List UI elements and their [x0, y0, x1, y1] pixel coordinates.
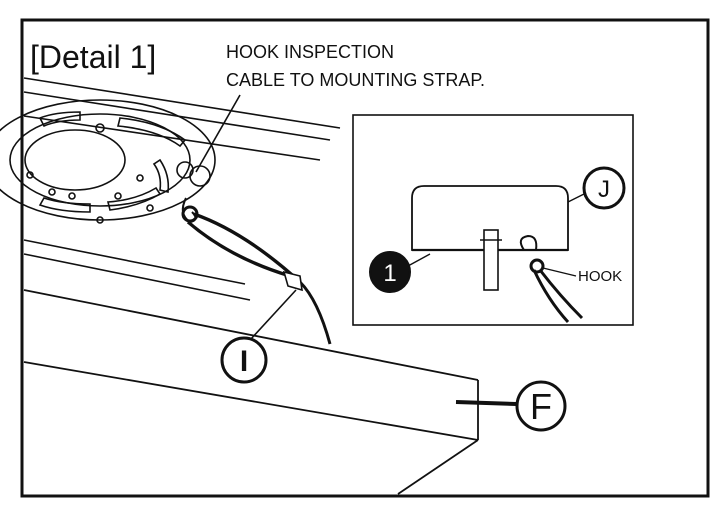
- note-line-1: HOOK INSPECTION: [226, 42, 394, 62]
- inset-part-box: [411, 185, 569, 251]
- canopy-body: [23, 289, 479, 495]
- inset-hook: [519, 234, 584, 324]
- mounting-plate: [0, 77, 341, 301]
- callout-j-label: J: [598, 176, 610, 203]
- callout-i-label: I: [240, 345, 248, 378]
- inset-screw: [483, 229, 499, 291]
- detail-title: [Detail 1]: [30, 39, 156, 75]
- callout-i: I: [220, 336, 268, 384]
- hook-label: HOOK: [578, 268, 622, 285]
- callout-f-label: F: [530, 386, 552, 427]
- inspection-cable: [181, 197, 332, 345]
- note-line-2: CABLE TO MOUNTING STRAP.: [226, 70, 485, 90]
- leader-lines: [195, 94, 517, 406]
- callout-1-label: 1: [383, 260, 396, 287]
- callout-f: F: [515, 380, 567, 432]
- inset-panel: J 1 HOOK: [352, 114, 634, 326]
- outer-frame: [20, 18, 710, 498]
